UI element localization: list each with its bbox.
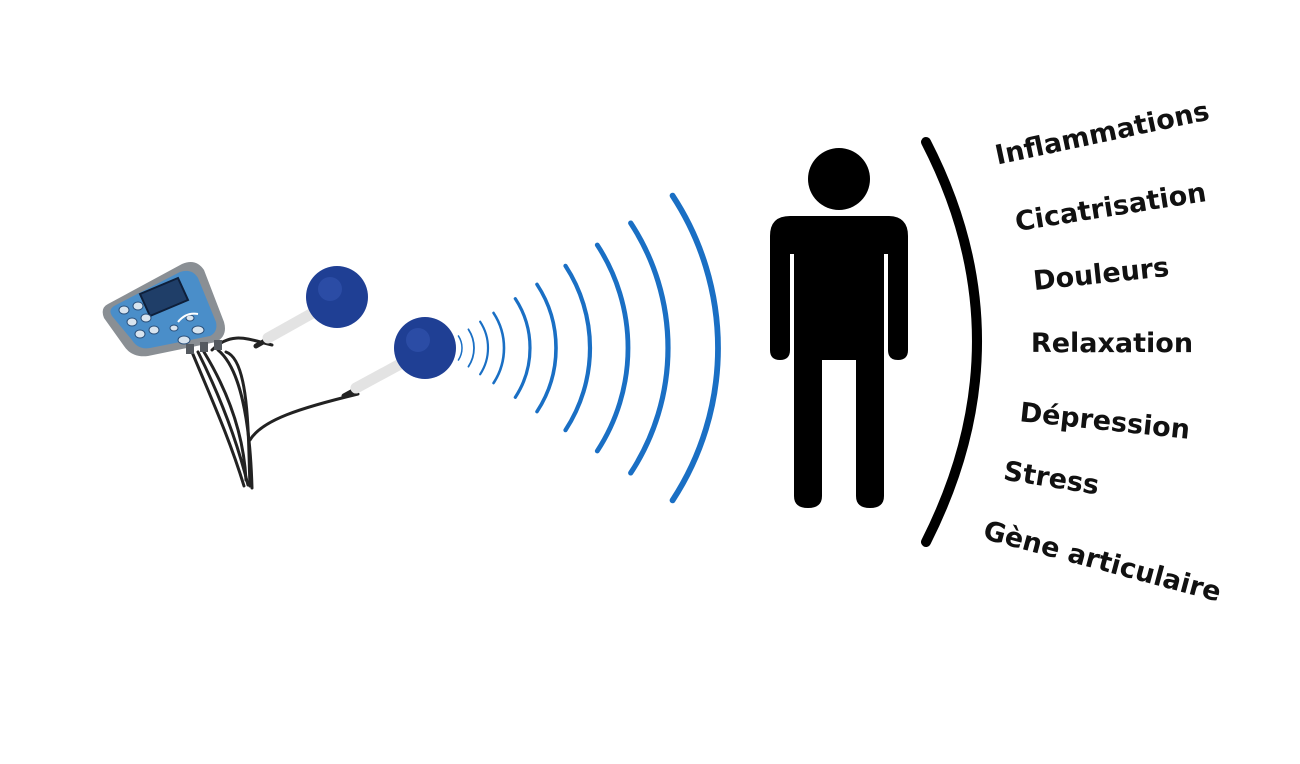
benefit-label: Dépression [1018,397,1191,446]
bracket-icon [921,137,982,547]
benefits-list: Inflammations Cicatrisation Douleurs Rel… [980,96,1224,609]
device-screen [138,276,190,318]
wave-arc [535,282,558,414]
benefit-label: Cicatrisation [1013,177,1208,238]
device-logo [177,312,199,323]
wave-arc [594,242,631,454]
device-cables [190,336,360,490]
benefit-label: Inflammations [992,96,1212,172]
wave-arc [669,192,721,504]
person-icon [770,148,908,508]
wave-arc [513,297,532,399]
benefit-label: Gène articulaire [980,515,1224,608]
benefit-label: Relaxation [1031,328,1193,359]
electrode-disc [306,266,368,328]
benefit-label: Douleurs [1032,252,1171,297]
electrode-disc [394,317,456,379]
wave-icon [457,192,721,504]
wave-arc [457,335,463,361]
wave-arc [479,320,490,376]
wave-arc [563,263,593,433]
device-body [102,262,225,357]
wave-arc [628,220,671,476]
wave-arc [492,311,506,385]
device-buttons [118,301,205,345]
benefit-label: Stress [1001,456,1101,502]
pemf-device-icon [102,262,456,490]
wave-arc [467,328,475,368]
electrode-handles [253,304,410,399]
